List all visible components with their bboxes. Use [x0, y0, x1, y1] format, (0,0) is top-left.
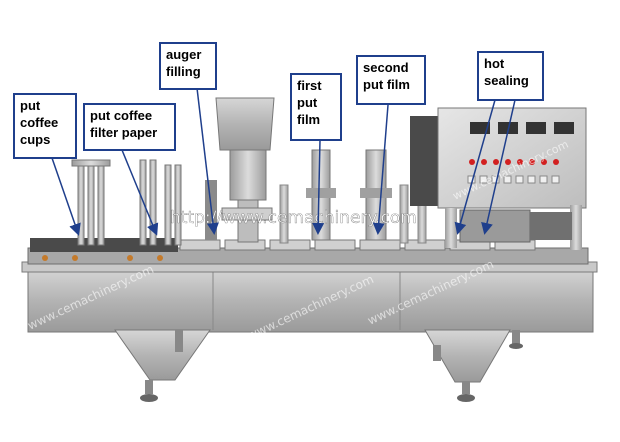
label-first-put-film: first put film [290, 73, 342, 141]
label-line: put coffee [90, 108, 153, 123]
watermark-main: http://www.cemachinery.com [170, 208, 417, 228]
label-line: put [20, 98, 41, 113]
film-station-1 [306, 149, 336, 241]
arrow-auger-filling [196, 87, 219, 235]
arrow-hot-sealing-2 [481, 99, 516, 235]
label-line: put [297, 95, 318, 110]
label-line: first [297, 78, 322, 93]
label-put-coffee-cups: put coffee cups [13, 93, 77, 159]
conveyor-table [27, 238, 589, 265]
callout-arrows [51, 87, 516, 236]
cup-stack-columns [71, 159, 182, 246]
label-line: cups [20, 132, 51, 147]
film-station-2 [360, 149, 392, 241]
label-put-coffee-filter-paper: put coffee filter paper [83, 103, 176, 151]
arrow-hot-sealing-1 [454, 99, 496, 235]
label-line: put film [363, 77, 410, 92]
label-line: coffee [20, 115, 59, 130]
label-auger-filling: auger filling [159, 42, 217, 90]
machine-base [21, 261, 598, 402]
label-hot-sealing: hot sealing [477, 51, 544, 101]
label-second-put-film: second put film [356, 55, 426, 105]
auger-hopper [205, 97, 275, 243]
arrow-second-put-film [372, 104, 389, 235]
label-line: filling [166, 64, 201, 79]
arrow-first-put-film [312, 139, 325, 235]
arrow-put-coffee-filter-paper [121, 149, 159, 236]
label-line: sealing [484, 73, 529, 88]
label-line: auger [166, 47, 202, 62]
control-panel [410, 107, 587, 250]
label-line: second [363, 60, 409, 75]
label-line: film [297, 112, 321, 127]
label-line: filter paper [90, 125, 158, 140]
label-line: hot [484, 56, 505, 71]
arrow-put-coffee-cups [51, 157, 81, 236]
